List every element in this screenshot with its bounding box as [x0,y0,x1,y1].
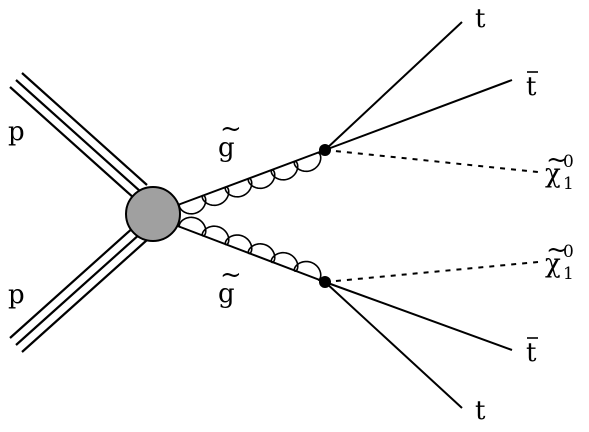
antitop-line-upper [324,79,513,151]
interaction-blob [125,186,181,242]
gluino-label-bottom: ~ g [218,260,242,309]
antitop-line-lower [324,281,513,351]
antitop-letter-upper: t [526,72,537,102]
neutralino-sup-upper: 0 [563,152,574,172]
gluino-tilde-top: ~ [220,114,242,144]
gluon-curl-bottom [178,216,322,281]
neutralino-sup-lower: 0 [563,242,574,262]
top-label-upper: t [475,4,486,34]
gluino-label-top: ~ g [218,114,242,163]
gluon-curl-top [178,152,322,215]
gluino-letter-top: g [218,133,235,163]
gluino-letter-bottom: g [218,279,235,309]
top-quark-line-upper [324,21,463,151]
neutralino-label-lower: ~ χ 1 0 [545,235,574,284]
proton-line-bottom [9,225,148,353]
neutralino-sub-lower: 1 [563,264,574,284]
antitop-label-lower: t [526,337,538,368]
gluino-tilde-bottom: ~ [220,260,242,290]
antitop-letter-lower: t [526,338,537,368]
proton-label-top: p [8,117,25,147]
neutralino-sub-upper: 1 [563,174,574,194]
neutralino-label-upper: ~ χ 1 0 [545,145,574,194]
neutralino-symbol-upper: χ [545,159,561,189]
top-quark-line-lower [324,281,463,409]
proton-line-top [9,72,148,200]
neutralino-tilde-lower: ~ [546,235,568,265]
antitop-label-upper: t [526,71,538,102]
proton-label-bottom: p [8,280,25,310]
neutralino-line-upper [324,149,539,173]
neutralino-tilde-upper: ~ [546,145,568,175]
neutralino-line-lower [324,261,539,283]
top-label-lower: t [475,396,486,426]
neutralino-symbol-lower: χ [545,249,561,279]
